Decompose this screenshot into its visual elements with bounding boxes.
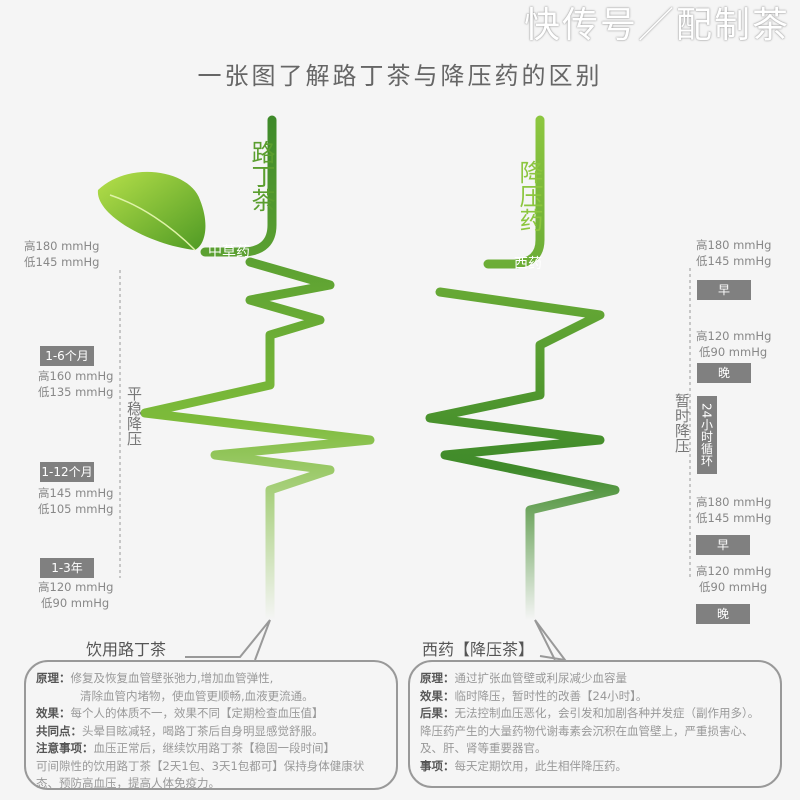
drug-name: 降压药 — [515, 160, 543, 232]
info-line: 共同点：头晕目眩减轻，喝路丁茶后自身明显感觉舒服。 — [36, 723, 324, 738]
drug-stage-tag: 晚 — [696, 604, 750, 624]
leaf-icon — [97, 171, 206, 251]
tea-category-label: 中草药 — [208, 244, 250, 260]
tea-stage-tag: 1-12个月 — [40, 462, 94, 482]
tea-bubble-title: 饮用路丁茶 — [86, 640, 167, 659]
drug-curve — [425, 115, 620, 625]
drug-stage-tag: 早 — [696, 535, 750, 555]
drug-category-label: 西药 — [514, 256, 542, 272]
info-line: 原理：通过扩张血管壁或利尿减少血容量 — [420, 671, 627, 685]
info-line: 注意事项：血压正常后，继续饮用路丁茶【稳固一段时间】 — [36, 741, 335, 755]
info-line: 原理：修复及恢复血管壁张弛力,增加血管弹性, — [36, 671, 274, 685]
drug-bubble-title: 西药【降压茶】 — [422, 640, 535, 659]
page-title: 一张图了解路丁茶与降压药的区别 — [197, 62, 603, 90]
drug-bubble-pointer — [534, 619, 568, 662]
tea-info-box: 原理：修复及恢复血管壁张弛力,增加血管弹性, 清除血管内堵物，使血管更顺畅,血液… — [24, 660, 398, 790]
info-line: 可间隙性的饮用路丁茶【2天1包、3天1包都可】保持身体健康状态、预防高血压，提高… — [36, 758, 365, 791]
info-line: 效果：每个人的体质不一，效果不同【定期检查血压值】 — [36, 706, 324, 720]
drug-stage-tag: 晚 — [697, 363, 751, 383]
drug-side-label: 暂时降压 — [673, 393, 691, 453]
info-line: 事项：每天定期饮用，此生相伴降压药。 — [420, 758, 627, 773]
drug-cycle-label: 24小时循环 — [697, 396, 717, 474]
tea-stage-tag: 1-6个月 — [40, 346, 94, 366]
tea-curve — [140, 115, 375, 625]
info-line: 后果：无法控制血压恶化，会引发和加剧各种并发症（副作用多）。降压药产生的大量药物… — [420, 706, 760, 755]
drug-stage-tag: 早 — [697, 280, 751, 300]
info-line: 清除血管内堵物，使血管更顺畅,血液更流通。 — [80, 688, 314, 703]
drug-info-box: 原理：通过扩张血管壁或利尿减少血容量 效果：临时降压，暂时性的改善【24小时】。… — [408, 660, 782, 788]
info-line: 效果：临时降压，暂时性的改善【24小时】。 — [420, 688, 648, 703]
tea-name: 路丁茶 — [247, 140, 275, 212]
watermark: 快传号／配制茶 — [523, 5, 790, 46]
tea-side-label: 平稳降压 — [125, 386, 143, 446]
tea-stage-tag: 1-3年 — [40, 558, 94, 578]
tea-bubble-pointer — [185, 619, 271, 661]
